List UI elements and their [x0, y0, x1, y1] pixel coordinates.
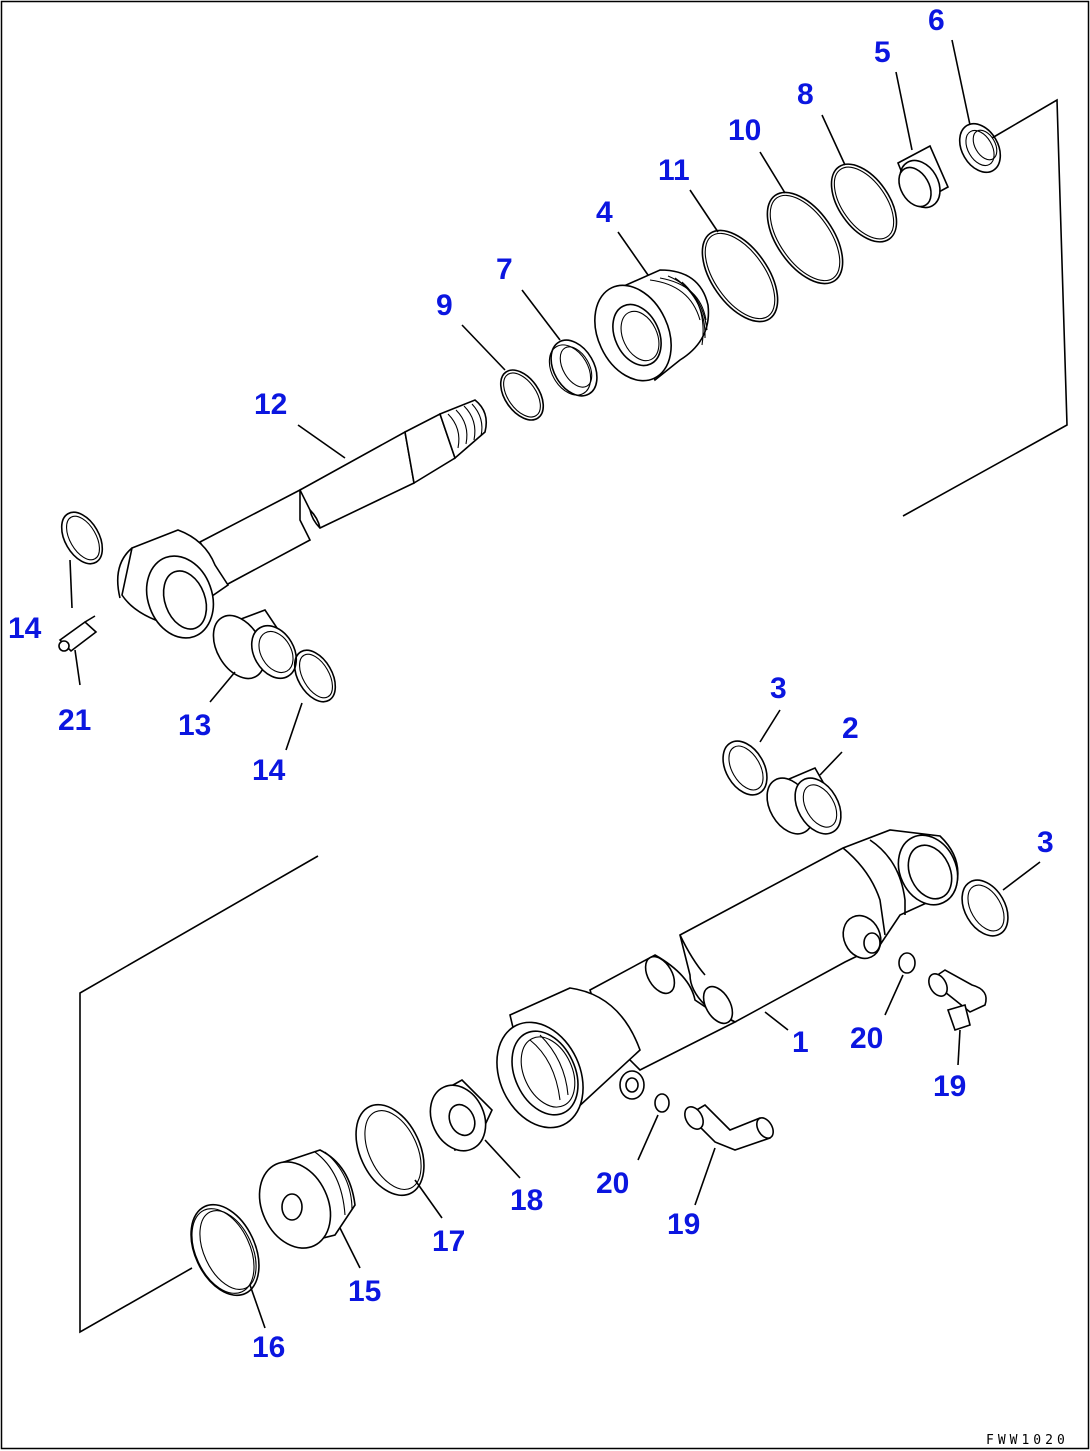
part-19-elbow-right [928, 969, 987, 1032]
part-19-elbow-left [684, 1103, 774, 1151]
part-5-bushing [896, 144, 950, 209]
part-20-o-ring-left [654, 1093, 670, 1113]
part-10-backup-ring [766, 191, 844, 285]
callout-3-upper: 3 [770, 672, 787, 705]
part-14-ring-upper [60, 511, 104, 565]
callout-16: 16 [252, 1331, 285, 1364]
callout-8: 9 [436, 289, 453, 322]
part-4-cylinder-head [594, 269, 710, 382]
part-13-bushing [212, 609, 298, 680]
callout-5: 5 [874, 36, 891, 69]
callout-19-left: 19 [667, 1208, 700, 1241]
callout-9: 8 [797, 78, 814, 111]
part-9-o-ring [830, 163, 898, 243]
callout-13: 13 [178, 709, 211, 742]
part-3-seal-right [961, 879, 1009, 937]
part-12-piston-rod [116, 399, 488, 639]
part-18-nut [429, 1079, 493, 1152]
part-3-seal-upper [722, 740, 768, 796]
part-21-grease-fitting [58, 615, 98, 653]
cylinder-assembly [79, 740, 1009, 1334]
callout-4: 4 [596, 196, 613, 229]
leader-lines [69, 39, 1041, 1329]
part-14-ring-lower [293, 649, 337, 703]
callout-2: 2 [842, 712, 859, 745]
part-8-ring [499, 369, 545, 421]
callout-1: 1 [792, 1026, 809, 1059]
part-6-dust-seal [958, 122, 1002, 174]
callout-19-right: 19 [933, 1070, 966, 1103]
part-1-cylinder-tube [496, 829, 959, 1129]
callout-21: 21 [58, 704, 91, 737]
callout-11: 11 [658, 154, 690, 187]
part-16-seal [190, 1203, 260, 1297]
part-20-o-ring-right [898, 952, 916, 974]
callout-20-left: 20 [596, 1167, 629, 1200]
callout-10: 10 [728, 114, 761, 147]
frame-bracket-upper [902, 98, 1068, 517]
callout-12: 12 [254, 388, 287, 421]
callout-7: 7 [496, 253, 513, 286]
callout-14-lower: 14 [252, 754, 286, 787]
frame-bracket-lower [79, 855, 319, 1334]
part-15-piston [258, 1149, 356, 1249]
callout-6: 6 [928, 4, 945, 37]
callout-labels: 6 5 8 10 11 4 7 9 12 14 21 13 14 3 2 3 1… [8, 4, 1054, 1364]
document-code: FWW1020 [986, 1433, 1069, 1448]
part-11-o-ring [701, 229, 779, 323]
callout-3-right: 3 [1037, 826, 1054, 859]
callout-17: 17 [432, 1225, 465, 1258]
piston-rod-assembly [58, 98, 1068, 703]
callout-15: 15 [348, 1275, 381, 1308]
callout-14-upper: 14 [8, 612, 42, 645]
part-2-bushing [766, 766, 842, 835]
callout-18: 18 [510, 1184, 543, 1217]
part-17-piston-ring [355, 1103, 425, 1197]
callout-20-right: 20 [850, 1022, 883, 1055]
part-7-nut [548, 339, 598, 397]
